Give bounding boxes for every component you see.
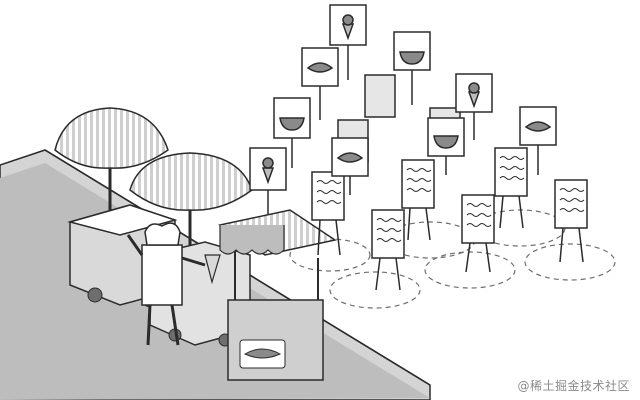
sign-noodle-2	[273, 97, 311, 168]
document-character-1	[311, 171, 345, 256]
sign-noodle-1	[393, 31, 431, 105]
protest-signs	[249, 4, 557, 215]
document-character-2	[371, 209, 405, 291]
document-text-lines	[316, 156, 585, 242]
sign-hot-dog-1	[301, 47, 339, 120]
sign-hot-dog-2	[519, 106, 557, 175]
umbrella-1	[54, 107, 169, 215]
sign-ice-cream-3	[249, 147, 287, 215]
hot-dog-stand	[218, 209, 337, 381]
watermark-text: @稀土掘金技术社区	[517, 379, 630, 393]
document-crowd	[311, 74, 588, 291]
chef-vendor	[126, 222, 221, 346]
sign-ice-cream-2	[455, 73, 493, 140]
sign-hot-dog-3	[331, 137, 369, 195]
document-character-6	[554, 179, 588, 263]
document-character-3	[401, 159, 435, 241]
document-character-7	[364, 74, 396, 118]
sign-noodle-3	[427, 117, 465, 175]
sign-ice-cream-1	[329, 4, 367, 80]
document-character-4	[461, 194, 495, 273]
document-character-5	[494, 147, 528, 229]
